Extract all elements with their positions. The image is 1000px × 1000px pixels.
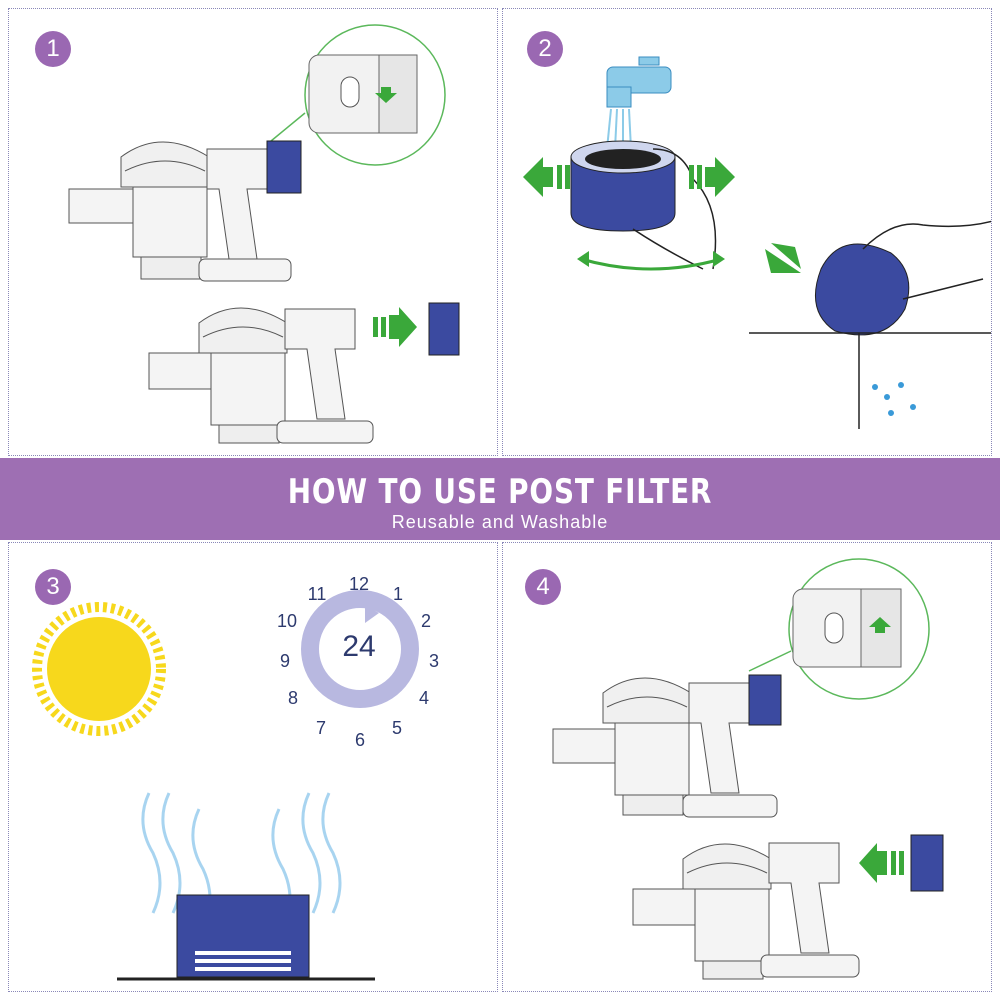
clock-hour: 12: [348, 574, 370, 594]
clock-hour: 10: [276, 611, 298, 631]
vacuum-icon: [632, 842, 860, 980]
step-1-illustration: [68, 24, 460, 444]
filter-icon: [910, 834, 944, 892]
vacuum-icon: [148, 307, 374, 444]
step-2-illustration: [523, 56, 991, 429]
step-4-badge: 4: [525, 569, 561, 605]
filter-icon: [176, 894, 310, 978]
filter-icon: [748, 674, 782, 726]
filter-icon: [814, 243, 910, 336]
clock-hour: 8: [287, 688, 298, 708]
title-banner: HOW TO USE POST FILTER Reusable and Wash…: [0, 458, 1000, 540]
banner-subtitle: Reusable and Washable: [391, 512, 609, 532]
step-4-illustration: [552, 558, 944, 980]
sun-icon: [32, 602, 166, 736]
rotate-arrow-icon: [580, 257, 722, 271]
faucet-icon: [606, 56, 672, 108]
clock-hour: 4: [418, 688, 429, 708]
clock-center-label: 24: [342, 630, 376, 663]
hand-icon: [862, 220, 991, 300]
step-4-panel: 4: [502, 542, 992, 992]
zoom-detail-icon: [270, 24, 446, 166]
filter-icon: [266, 140, 302, 194]
step-1-panel: 1: [8, 8, 498, 456]
arrow-icon: [859, 843, 904, 883]
water-drops-icon: [872, 382, 916, 416]
step-3-panel: 3: [8, 542, 498, 992]
arrow-icon: [765, 243, 801, 273]
clock-hour: 5: [391, 718, 402, 738]
step-3-badge: 3: [35, 569, 71, 605]
step-1-badge: 1: [35, 31, 71, 67]
vacuum-icon: [552, 677, 778, 818]
zoom-detail-icon: [748, 558, 930, 700]
step-3-illustration: [32, 590, 419, 981]
clock-hour: 9: [279, 651, 290, 671]
arrow-icon: [373, 307, 417, 347]
clock-hour: 7: [315, 718, 326, 738]
clock-icon: [301, 590, 419, 708]
vacuum-icon: [68, 141, 292, 282]
clock-hour: 2: [420, 611, 431, 631]
clock-hour: 6: [354, 730, 365, 750]
arrow-icon: [523, 157, 735, 197]
clock-hour: 11: [307, 584, 327, 604]
clock-hour: 1: [392, 584, 403, 604]
banner-title: HOW TO USE POST FILTER: [287, 472, 713, 512]
filter-icon: [428, 302, 460, 356]
filter-icon: [570, 140, 676, 232]
step-2-badge: 2: [527, 31, 563, 67]
step-2-panel: 2: [502, 8, 992, 456]
clock-hour: 3: [428, 651, 439, 671]
